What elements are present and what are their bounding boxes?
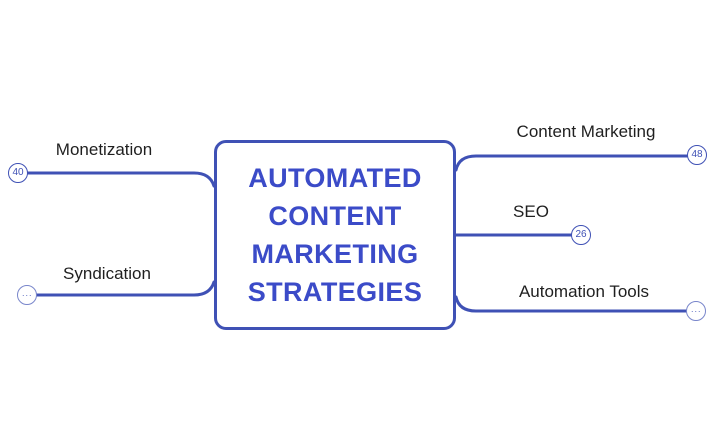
branch-badge-automation-tools[interactable]: ··· xyxy=(686,301,706,321)
central-topic-line: STRATEGIES xyxy=(247,277,423,307)
connector-monetization xyxy=(26,171,216,188)
branch-badge-monetization[interactable]: 40 xyxy=(8,163,28,183)
branch-badge-syndication[interactable]: ··· xyxy=(17,285,37,305)
branch-label-syndication[interactable]: Syndication xyxy=(63,264,151,283)
branch-label-seo[interactable]: SEO xyxy=(513,202,549,221)
central-topic-node[interactable]: AUTOMATED CONTENT MARKETING STRATEGIES xyxy=(214,140,456,330)
branch-label-content-marketing[interactable]: Content Marketing xyxy=(516,122,656,141)
branch-badge-content-marketing[interactable]: 48 xyxy=(687,145,707,165)
central-topic-line: CONTENT xyxy=(268,201,402,231)
branch-badge-seo[interactable]: 26 xyxy=(571,225,591,245)
connector-content-marketing xyxy=(454,154,689,172)
central-topic-line: MARKETING xyxy=(251,239,419,269)
central-topic-line: AUTOMATED xyxy=(248,163,422,193)
branch-label-automation-tools[interactable]: Automation Tools xyxy=(518,282,650,301)
connector-automation-tools xyxy=(454,295,688,313)
branch-label-monetization[interactable]: Monetization xyxy=(55,140,153,159)
connector-syndication xyxy=(35,280,216,297)
